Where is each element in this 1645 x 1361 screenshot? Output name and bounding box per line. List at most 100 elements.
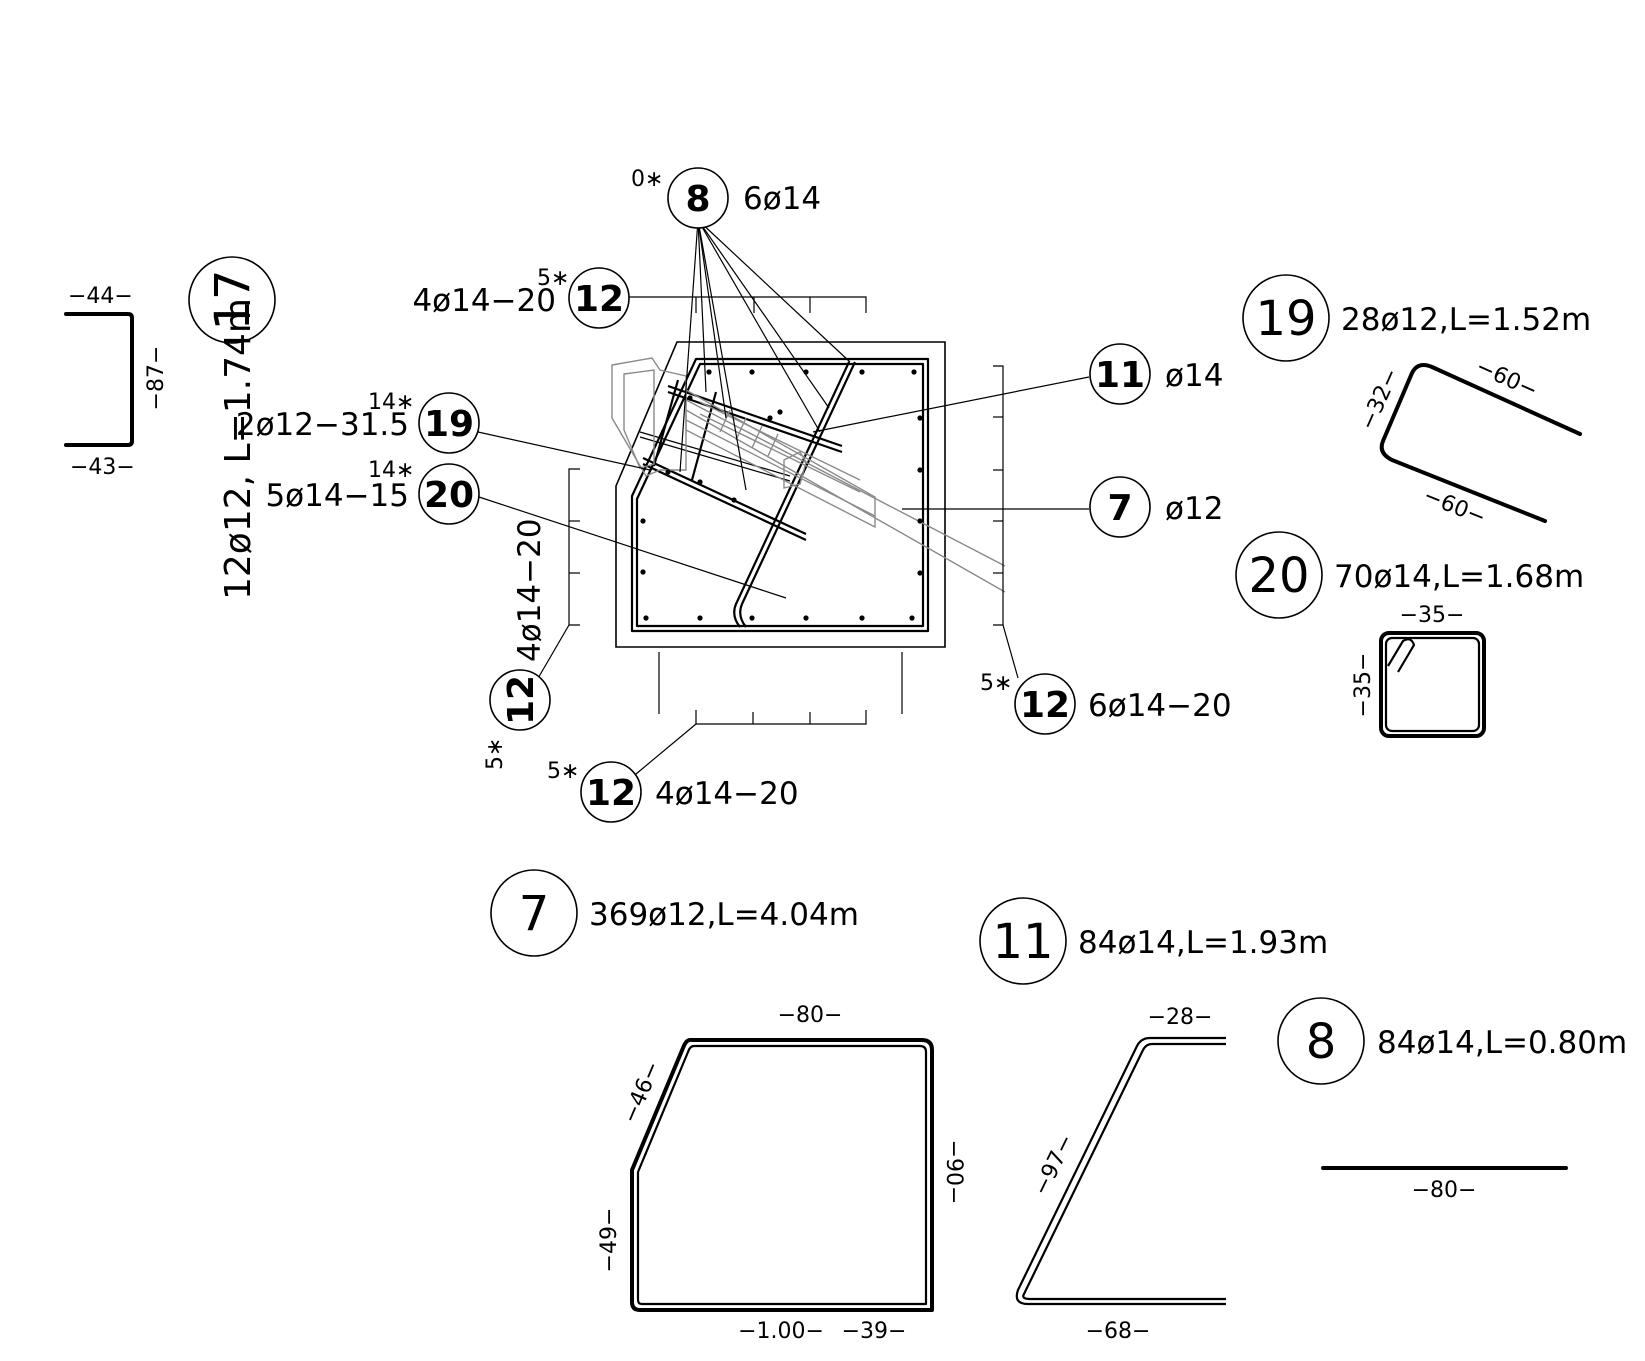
bar-7-shape-inner (636, 1044, 928, 1306)
rebar-dot (917, 415, 923, 421)
callout-12-bottom-circle (580, 761, 642, 823)
bar-20-dim-top: −35− (1400, 603, 1465, 628)
callout-12-left-text: 4ø14−20 (512, 518, 548, 662)
rebar-dots (640, 369, 923, 621)
callout-11-circle (1089, 343, 1151, 405)
rebar-dot (917, 518, 923, 524)
callout-20-circle (418, 463, 480, 525)
bar-20-dim-side: −35− (1351, 653, 1376, 718)
bar-7-dim-top: −80− (778, 1003, 843, 1028)
bar-20-tie-2b (642, 463, 807, 541)
bar-11-dim-bottom: −68− (1086, 1319, 1151, 1344)
stirrup-7-outer (630, 357, 930, 633)
bar-20-mark-circle (1235, 531, 1323, 619)
callout-12-right-circle (1014, 673, 1076, 735)
bar-17-mark-circle (188, 256, 276, 344)
bar-7-dim-slope: −46− (618, 1058, 666, 1127)
bar-7-dim-right: −90− (941, 1140, 966, 1205)
callout-12-bottom-mark: 12 (586, 773, 636, 814)
callout-19-circle (418, 392, 480, 454)
callout-12-right: 5∗ 12 6ø14−20 (980, 671, 1232, 735)
rebar-dot (687, 395, 693, 401)
callout-7-circle (1089, 476, 1151, 538)
callout-19-star: 14∗ (368, 390, 414, 415)
bar-20-leg-1 (652, 379, 680, 467)
bar-11-dim-top: −28− (1148, 1005, 1213, 1030)
callout-12-bottom: 5∗ 12 4ø14−20 (547, 759, 799, 823)
callout-19-mark: 19 (424, 404, 474, 445)
dim-line-top (625, 296, 867, 313)
rebar-dot (665, 469, 671, 475)
bar-8-mark-circle (1277, 997, 1365, 1085)
bar-7-detail: 7 369ø12,L=4.04m −80− −46− −90− −49− −1.… (490, 869, 966, 1344)
rebar-dot (731, 497, 737, 503)
callout-8-text: 6ø14 (743, 181, 821, 217)
rebar-dot (640, 569, 646, 575)
callout-12-top: 5∗ 4ø14−20 12 (412, 266, 630, 329)
rebar-dot (767, 415, 773, 421)
bar-7-mark-circle (490, 869, 578, 957)
bar-17-mark: 17 (205, 269, 261, 330)
concrete-outline (615, 341, 946, 648)
bar-8-mark: 8 (1306, 1014, 1337, 1070)
rebar-dot (917, 467, 923, 473)
rebar-dot (911, 369, 917, 375)
bar-20-shape-inner (1384, 636, 1481, 733)
bar-20-shape-outer (1379, 631, 1486, 738)
bar-17-detail: −44− −87− −43− 17 12ø12, L=1.74m (64, 256, 276, 600)
bar-20-detail: 20 70ø14,L=1.68m −35− −35− (1235, 531, 1584, 738)
bar-8-detail: 8 84ø14,L=0.80m −80− (1277, 997, 1627, 1203)
stirrup-7-inner (635, 362, 925, 628)
callout-12-right-star: 5∗ (980, 671, 1012, 696)
rebar-dot (803, 615, 809, 621)
bar-20-spec: 70ø14,L=1.68m (1334, 559, 1584, 595)
bar-19-detail: 19 28ø12,L=1.52m −32− −60− −60− (1242, 274, 1591, 531)
callout-12-top-text: 4ø14−20 (412, 283, 556, 319)
anchor-assembly (611, 357, 1006, 593)
rebar-dot (859, 369, 865, 375)
bar-19-dim-top: −60− (1472, 354, 1541, 403)
rebar-dot (749, 369, 755, 375)
callout-12-bottom-text: 4ø14−20 (655, 776, 799, 812)
rebar-dot (643, 615, 649, 621)
callout-20-left: 14∗ 5ø14−15 20 (265, 458, 480, 525)
bar-20-mark: 20 (1248, 548, 1309, 604)
rebar-dot (697, 615, 703, 621)
bar-17-dim-top: −44− (68, 284, 133, 309)
bar-7-shape-outer (630, 1038, 934, 1312)
rebar-dot (706, 369, 712, 375)
callout-7-text: ø12 (1165, 491, 1223, 527)
callout-20-text: 5ø14−15 (265, 478, 409, 514)
bar-11-shape-b (1022, 1042, 1226, 1301)
bar-7-dim-bottom: −1.00− (738, 1319, 824, 1344)
rebar-dot (697, 479, 703, 485)
bar-19-mark-circle (1242, 274, 1330, 362)
rebar-dot (640, 518, 646, 524)
rebar-dot (859, 615, 865, 621)
callout-7-mark: 7 (1107, 488, 1132, 529)
bar-19-a (639, 431, 791, 477)
bar-7-spec: 369ø12,L=4.04m (589, 897, 859, 933)
dim-line-right (993, 365, 1004, 626)
section-drawing: 0∗ 8 6ø14 5∗ 4ø14−20 12 14∗ 2ø12−31.5 19… (236, 167, 1232, 823)
bar-11-mark-circle (979, 897, 1067, 985)
dim-line-bottom (695, 710, 867, 725)
callout-20-star: 14∗ (368, 458, 414, 483)
callout-19-text: 2ø12−31.5 (236, 407, 409, 443)
callout-12-left: 4ø14−20 12 5∗ (483, 518, 551, 770)
bar-20-leg-2 (690, 391, 718, 481)
callout-12-right-text: 6ø14−20 (1088, 688, 1232, 724)
bar-19-shape (1379, 363, 1582, 523)
rebar-dot (917, 570, 923, 576)
bar-8-dim: −80− (1412, 1178, 1477, 1203)
bar-19-dim-short: −32− (1355, 365, 1404, 434)
bar-11-detail: 11 84ø14,L=1.93m −28− −97− −68− (979, 897, 1328, 1344)
rebar-dot (909, 615, 915, 621)
bar-20-tie-1b (667, 390, 843, 454)
callout-12-right-mark: 12 (1020, 685, 1070, 726)
bar-20-hook (1387, 638, 1416, 673)
callout-8-star: 0∗ (631, 167, 663, 192)
bar-11-mark: 11 (992, 914, 1053, 970)
leader-lines (477, 219, 1090, 775)
